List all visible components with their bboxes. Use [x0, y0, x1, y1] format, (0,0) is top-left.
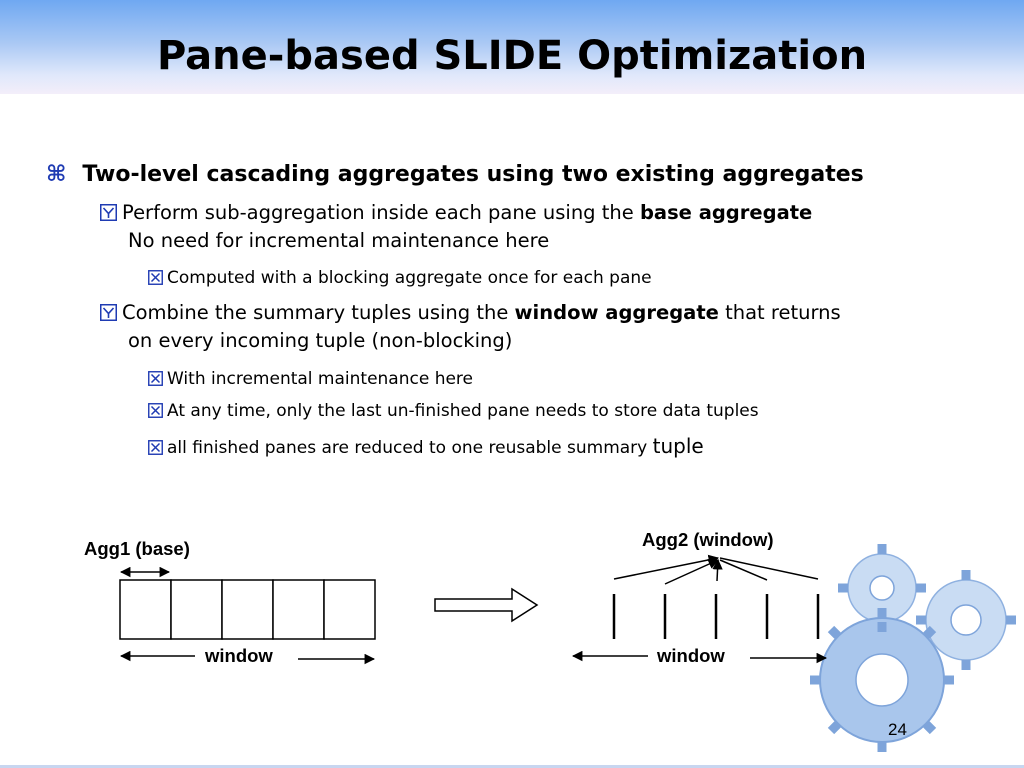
slide-title: Pane-based SLIDE Optimization: [156, 33, 868, 79]
pane-box: [323, 579, 376, 640]
summary-tuples: [612, 594, 820, 639]
bottom-rule: [0, 765, 1024, 768]
sub2-text: Combine the summary tuples using the: [122, 301, 515, 324]
transition-arrow: [434, 587, 539, 623]
checkbox-check-icon: [100, 304, 117, 321]
sub2-suffix: that returns: [718, 301, 841, 324]
agg1-label: Agg1 (base): [84, 538, 190, 559]
sub-bullet-1: Perform sub-aggregation inside each pane…: [100, 199, 812, 255]
pane-box: [221, 579, 274, 640]
title-band: [0, 0, 1024, 94]
sub1-line2: No need for incremental maintenance here: [128, 229, 550, 252]
main-bullet-text: Two-level cascading aggregates using two…: [82, 162, 864, 187]
sub1-text: Perform sub-aggregation inside each pane…: [122, 201, 640, 224]
checkbox-check-icon: [100, 204, 117, 221]
pane-box: [119, 579, 172, 640]
detail-2-text: With incremental maintenance here: [167, 369, 474, 389]
sub2-line2: on every incoming tuple (non-blocking): [128, 329, 513, 352]
detail-2: With incremental maintenance here: [148, 367, 473, 391]
pane-box: [272, 579, 325, 640]
agg2-label: Agg2 (window): [642, 529, 774, 550]
detail-4-text: all finished panes are reduced to one re…: [167, 438, 653, 458]
detail-4-last: tuple: [652, 434, 704, 458]
checkbox-x-icon: [148, 403, 163, 418]
detail-1-text: Computed with a blocking aggregate once …: [167, 268, 652, 288]
command-key-icon: ⌘: [46, 162, 67, 187]
detail-3: At any time, only the last un-finished p…: [148, 399, 759, 423]
detail-3-text: At any time, only the last un-finished p…: [167, 401, 759, 421]
sub2-bold: window aggregate: [514, 301, 719, 324]
aggregation-lines: [613, 554, 819, 585]
checkbox-x-icon: [148, 440, 163, 455]
detail-4: all finished panes are reduced to one re…: [148, 434, 704, 460]
sub-bullet-2: Combine the summary tuples using the win…: [100, 299, 841, 355]
checkbox-x-icon: [148, 270, 163, 285]
pane-box: [170, 579, 223, 640]
sub1-bold: base aggregate: [639, 201, 813, 224]
detail-1: Computed with a blocking aggregate once …: [148, 266, 652, 290]
right-window-label: window: [657, 645, 725, 666]
pane-boxes: [119, 579, 376, 640]
main-bullet: ⌘ Two-level cascading aggregates using tw…: [46, 160, 864, 190]
gears-icon: [810, 544, 1016, 752]
left-window-label: window: [205, 645, 273, 666]
page-number: 24: [888, 720, 907, 739]
checkbox-x-icon: [148, 371, 163, 386]
